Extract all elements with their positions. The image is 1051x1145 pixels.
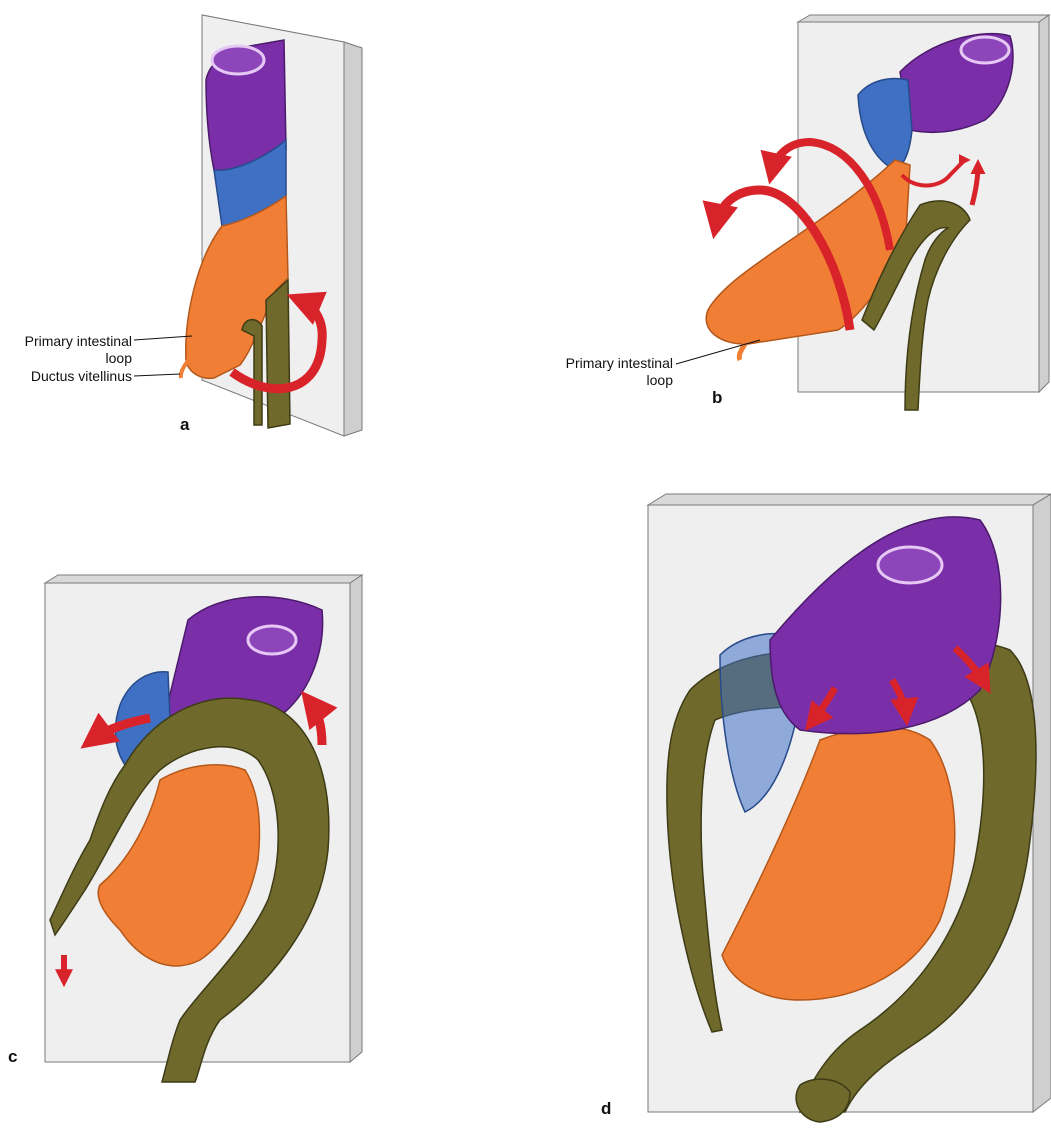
panel-a-primary-loop-line1: Primary intestinal (25, 333, 132, 349)
panel-b-primary-loop-line1: Primary intestinal (566, 355, 673, 371)
panel-a-stomach-opening (212, 46, 264, 74)
panel-b-ductus-tail (739, 344, 745, 360)
panel-a-primary-loop-line2: loop (106, 350, 133, 366)
panel-b-letter: b (712, 388, 722, 407)
panel-b-annotation-primary-loop: Primary intestinal loop (566, 340, 760, 388)
panel-a-annotation-primary-loop: Primary intestinal loop (25, 333, 192, 366)
panel-a-annotation-ductus: Ductus vitellinus (31, 368, 180, 384)
panel-a-letter: a (180, 415, 190, 434)
panel-a: Primary intestinal loop Ductus vitellinu… (25, 15, 362, 436)
panel-c-stomach-opening (248, 626, 296, 654)
panel-b: Primary intestinal loop b (566, 15, 1049, 410)
panel-d: d (601, 494, 1051, 1122)
panel-c: c (8, 575, 362, 1082)
panel-d-letter: d (601, 1099, 611, 1118)
panel-c-letter: c (8, 1047, 17, 1066)
panel-b-primary-loop-line2: loop (647, 372, 674, 388)
panel-b-stomach-opening (961, 37, 1009, 63)
panel-d-stomach-opening (878, 547, 942, 583)
panel-a-ductus-label: Ductus vitellinus (31, 368, 132, 384)
panel-d-rectum (796, 1079, 850, 1122)
